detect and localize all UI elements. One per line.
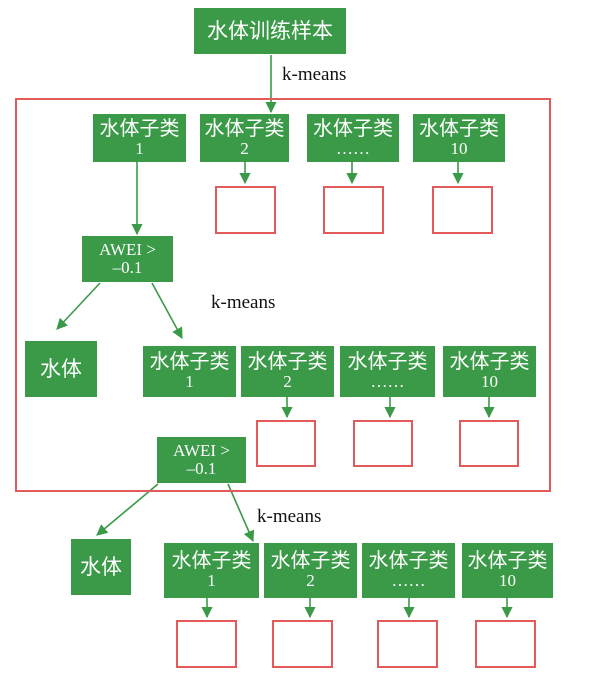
subclass-id: 2 [306, 571, 315, 591]
awei-threshold-node: AWEI > –0.1 [82, 236, 173, 282]
awei-line-2: –0.1 [186, 459, 217, 478]
subclass-node: 水体子类 10 [462, 543, 553, 598]
subclass-name: 水体子类 [247, 351, 328, 374]
subclass-node: 水体子类 1 [93, 114, 186, 162]
subclass-id: 10 [499, 571, 516, 591]
empty-result-box [459, 420, 519, 467]
empty-result-box [432, 186, 493, 234]
subclass-id: 1 [207, 571, 216, 591]
arrow-awei2-to-l3 [227, 483, 255, 543]
subclass-node: 水体子类 …… [307, 114, 399, 162]
empty-result-box [475, 620, 536, 668]
awei-threshold-node: AWEI > –0.1 [157, 437, 246, 483]
subclass-id: 2 [240, 138, 249, 158]
subclass-node: 水体子类 10 [443, 346, 536, 397]
subclass-id: 1 [185, 372, 194, 392]
subclass-name: 水体子类 [449, 351, 530, 374]
iteration-frame [15, 98, 551, 492]
subclass-name: 水体子类 [204, 117, 285, 140]
subclass-name: 水体子类 [347, 351, 428, 374]
subclass-name: 水体子类 [149, 351, 230, 374]
subclass-node: 水体子类 2 [200, 114, 289, 162]
awei-line-1: AWEI > [99, 240, 156, 260]
training-samples-node: 水体训练样本 [194, 8, 346, 54]
subclass-id: 10 [450, 138, 468, 158]
kmeans-label-1: k-means [282, 64, 347, 85]
empty-result-box [215, 186, 276, 234]
kmeans-label-2: k-means [211, 292, 276, 313]
water-label: 水体 [40, 356, 82, 381]
subclass-node: 水体子类 …… [362, 543, 455, 598]
awei-line-2: –0.1 [112, 258, 143, 277]
empty-result-box [272, 620, 333, 668]
subclass-node: 水体子类 …… [340, 346, 435, 397]
empty-result-box [176, 620, 237, 668]
empty-result-box [353, 420, 413, 467]
subclass-id: 2 [283, 372, 292, 392]
subclass-id: 10 [481, 372, 498, 392]
subclass-id: …… [336, 138, 370, 158]
subclass-name: 水体子类 [313, 117, 393, 140]
water-label: 水体 [80, 554, 122, 579]
subclass-name: 水体子类 [270, 550, 351, 573]
subclass-name: 水体子类 [467, 550, 548, 573]
training-samples-label: 水体训练样本 [207, 18, 333, 43]
subclass-name: 水体子类 [171, 550, 252, 573]
empty-result-box [377, 620, 438, 668]
subclass-node: 水体子类 1 [164, 543, 259, 598]
subclass-node: 水体子类 2 [264, 543, 357, 598]
kmeans-label-3: k-means [257, 506, 322, 527]
empty-result-box [323, 186, 384, 234]
water-node: 水体 [71, 539, 131, 595]
subclass-name: 水体子类 [419, 117, 499, 140]
subclass-id: …… [391, 571, 426, 591]
subclass-node: 水体子类 2 [241, 346, 334, 397]
subclass-id: 1 [135, 138, 144, 158]
subclass-name: 水体子类 [99, 117, 180, 140]
subclass-id: …… [370, 372, 405, 392]
empty-result-box [256, 420, 316, 467]
water-node: 水体 [25, 341, 97, 397]
subclass-node: 水体子类 10 [413, 114, 505, 162]
subclass-name: 水体子类 [368, 550, 449, 573]
subclass-node: 水体子类 1 [143, 346, 236, 397]
awei-line-1: AWEI > [173, 441, 230, 461]
